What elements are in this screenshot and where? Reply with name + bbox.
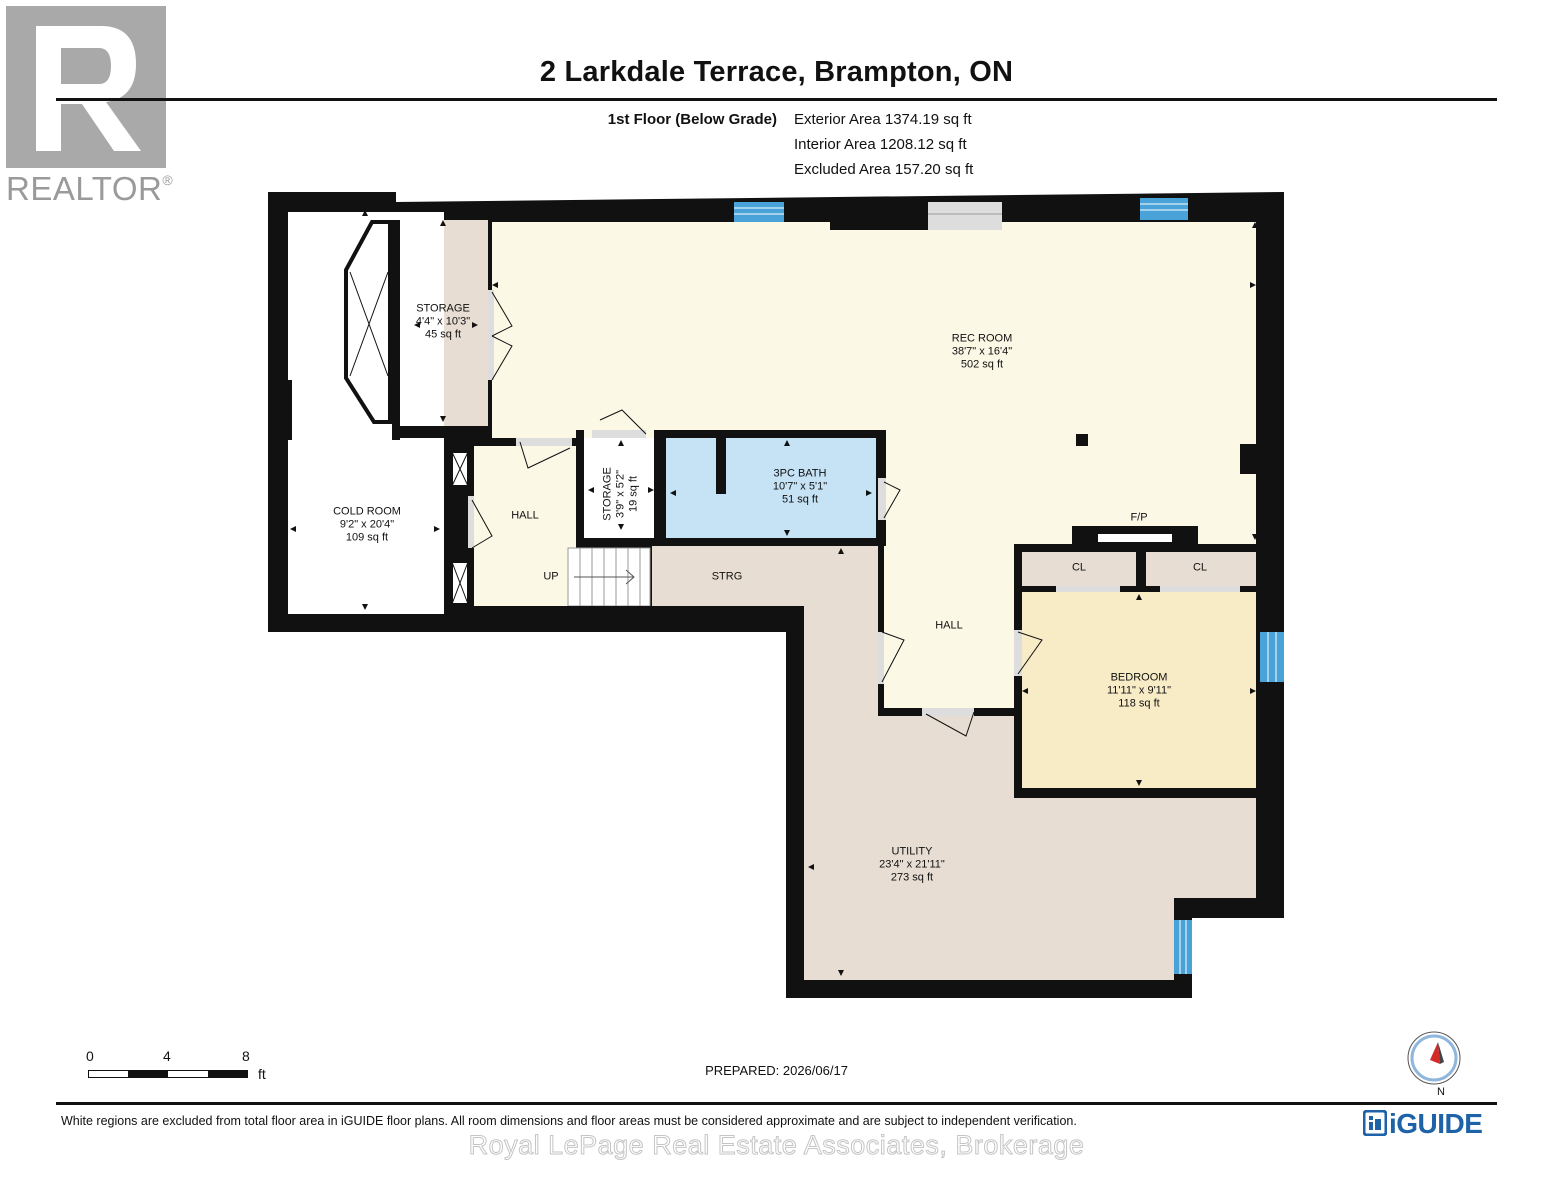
utility-floor [652, 546, 1266, 980]
room-name: STORAGE [416, 302, 470, 315]
scale-tick-8: 8 [242, 1048, 250, 1064]
stairs [567, 547, 651, 607]
disclaimer-text: White regions are excluded from total fl… [61, 1114, 1077, 1128]
realtor-logo [6, 6, 166, 168]
realtor-wordmark: REALTOR® [6, 170, 173, 208]
registered-symbol: ® [162, 172, 174, 188]
iguide-mark-icon [1362, 1109, 1388, 1137]
room-area: 109 sq ft [345, 531, 389, 544]
scale-bar: 0 4 8 ft [86, 1048, 286, 1088]
room-dims: 3'9" x 5'2" [614, 469, 627, 519]
room-rec-room: REC ROOM 38'7" x 16'4" 502 sq ft [952, 333, 1013, 372]
label-hall-center: HALL [935, 619, 963, 632]
room-storage-b: STORAGE 3'9" x 5'2" 19 sq ft [602, 467, 641, 521]
room-area: 19 sq ft [627, 475, 640, 513]
label-closet-1: CL [1071, 561, 1087, 574]
label-strg: STRG [711, 570, 743, 583]
scale-unit: ft [258, 1066, 266, 1082]
storage-b-floor [584, 438, 654, 538]
footer-divider [56, 1102, 1497, 1105]
room-bedroom: BEDROOM 11'11" x 9'11" 118 sq ft [1107, 672, 1171, 711]
label-closet-2: CL [1192, 561, 1208, 574]
scale-tick-0: 0 [86, 1048, 94, 1064]
room-bath: 3PC BATH 10'7" x 5'1" 51 sq ft [773, 468, 827, 507]
closet-1-floor [1022, 552, 1136, 586]
room-cold-room: COLD ROOM 9'2" x 20'4" 109 sq ft [333, 506, 401, 545]
iguide-text: iGUIDE [1389, 1108, 1483, 1139]
room-dims: 11'11" x 9'11" [1107, 684, 1171, 697]
page-title: 2 Larkdale Terrace, Brampton, ON [539, 56, 1014, 88]
room-name: STORAGE [601, 467, 614, 521]
compass-icon [1407, 1031, 1461, 1085]
realtor-r-icon [6, 6, 166, 168]
header-divider [56, 98, 1497, 101]
realtor-text: REALTOR [6, 170, 163, 207]
exterior-area: Exterior Area 1374.19 sq ft [794, 111, 972, 128]
room-name: 3PC BATH [773, 467, 827, 480]
iguide-logo: iGUIDE [1362, 1108, 1483, 1140]
room-area: 502 sq ft [960, 358, 1004, 371]
room-name: REC ROOM [951, 332, 1013, 345]
interior-area: Interior Area 1208.12 sq ft [794, 136, 967, 153]
compass: N [1404, 1030, 1464, 1100]
room-storage-a: STORAGE 4'4" x 10'3" 45 sq ft [416, 303, 470, 342]
hall-left-floor [474, 446, 576, 606]
label-fireplace: F/P [1130, 511, 1148, 524]
bath-floor [666, 438, 876, 540]
room-area: 118 sq ft [1118, 697, 1160, 710]
room-dims: 4'4" x 10'3" [415, 315, 471, 328]
room-area: 273 sq ft [890, 871, 934, 884]
room-name: BEDROOM [1110, 671, 1168, 684]
room-dims: 23'4" x 21'11" [879, 858, 945, 871]
prepared-date: PREPARED: 2026/06/17 [705, 1063, 848, 1078]
excluded-area: Excluded Area 157.20 sq ft [794, 161, 974, 178]
rec-room-floor [492, 222, 1256, 712]
room-dims: 10'7" x 5'1" [772, 480, 828, 493]
room-name: COLD ROOM [333, 505, 401, 518]
bedroom-floor [1022, 592, 1256, 788]
label-hall-left: HALL [511, 509, 539, 522]
room-dims: 9'2" x 20'4" [339, 518, 395, 531]
label-up: UP [543, 570, 559, 583]
compass-north-label: N [1437, 1086, 1445, 1098]
room-utility: UTILITY 23'4" x 21'11" 273 sq ft [879, 846, 945, 885]
scale-tick-4: 4 [163, 1048, 171, 1064]
room-area: 51 sq ft [781, 493, 819, 506]
floor-label: 1st Floor (Below Grade) [607, 111, 777, 128]
room-area: 45 sq ft [424, 328, 462, 341]
room-dims: 38'7" x 16'4" [951, 345, 1013, 358]
room-name: UTILITY [891, 845, 933, 858]
closet-2-floor [1146, 552, 1256, 586]
brokerage-watermark: Royal LePage Real Estate Associates, Bro… [468, 1130, 1085, 1161]
